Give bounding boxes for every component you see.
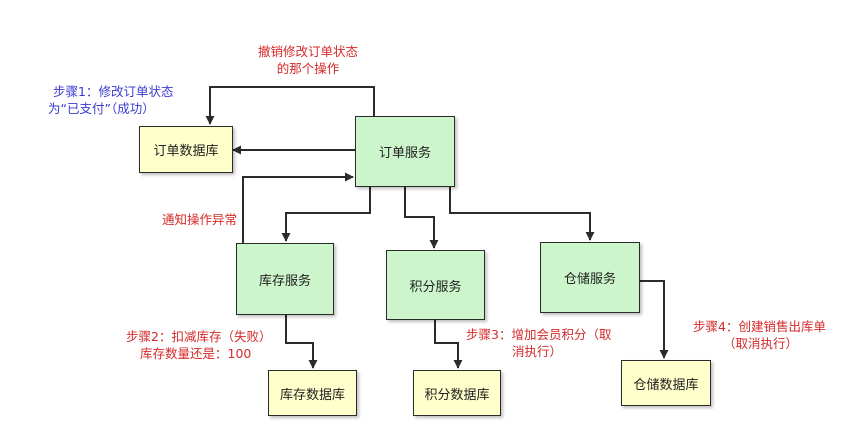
points-service-label: 积分服务 [409,279,462,295]
step2-note-line1: 步骤2：扣减库存（失败） [126,329,272,344]
order-service-label: 订单服务 [378,146,431,161]
step1-note: 步骤1：修改订单状态 为“已支付”（成功） [48,83,173,117]
step3-note-line2: 消执行） [512,344,563,359]
notify-note: 通知操作异常 [162,211,237,228]
step1-note-line1: 步骤1：修改订单状态 [53,84,174,99]
warehouse-service-label: 仓储服务 [563,272,616,287]
points-db-label: 积分数据库 [424,387,490,403]
inventory-service-box: 库存服务 [236,243,334,315]
inventory-db-box: 库存数据库 [268,370,357,416]
points-db-box: 积分数据库 [413,370,501,416]
notify-note-text: 通知操作异常 [162,212,238,227]
arrow-order-to-points [404,187,439,249]
step4-note-line2: （取消执行） [723,336,799,351]
step2-note-line2: 库存数量还是：100 [140,346,252,361]
arrow-revert-order-status [205,86,375,125]
revert-note-line2: 的那个操作 [276,61,340,76]
step4-note-line1: 步骤4：创建销售出库单 [693,319,826,334]
step4-note: 步骤4：创建销售出库单 （取消执行） [693,318,826,352]
revert-note: 撤销修改订单状态 的那个操作 [248,43,368,77]
arrow-order-to-inventory [281,187,371,242]
warehouse-service-box: 仓储服务 [540,242,640,313]
arrow-order-to-warehouse [449,187,595,241]
arrow-notify-exception [242,172,354,243]
inventory-db-label: 库存数据库 [279,387,345,403]
warehouse-db-label: 仓储数据库 [633,377,699,393]
order-service-box: 订单服务 [355,116,455,187]
arrow-points-to-db [434,320,463,369]
arrow-inventory-to-db [285,315,318,369]
step2-note: 步骤2：扣减库存（失败） 库存数量还是：100 [126,328,271,362]
step3-note-line1: 步骤3：增加会员积分（取 [466,327,612,342]
step1-note-line2: 为“已支付”（成功） [48,101,155,116]
step3-note: 步骤3：增加会员积分（取 消执行） [466,326,611,360]
points-service-box: 积分服务 [386,250,485,320]
warehouse-db-box: 仓储数据库 [621,360,711,406]
arrow-warehouse-to-db [640,280,669,359]
inventory-service-label: 库存服务 [258,273,311,289]
order-db-box: 订单数据库 [139,126,233,173]
order-db-label: 订单数据库 [153,144,219,159]
revert-note-line1: 撤销修改订单状态 [257,44,358,59]
